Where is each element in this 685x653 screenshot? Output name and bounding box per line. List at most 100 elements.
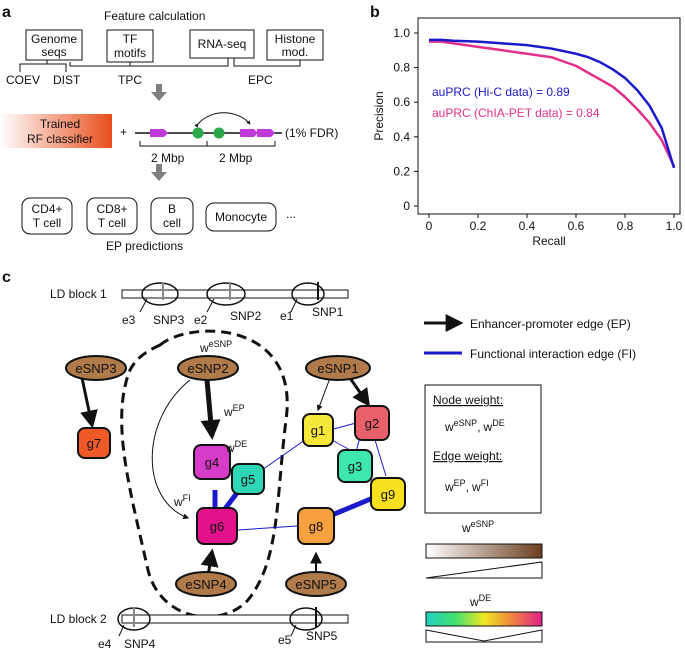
node-g9-label: g9 — [381, 487, 395, 502]
cell-ellipsis: ... — [286, 207, 296, 221]
node-g1-label: g1 — [311, 423, 325, 438]
feature-calculation-title: Feature calculation — [104, 9, 205, 23]
group-coev: COEV — [6, 73, 40, 87]
interaction-arc — [194, 112, 251, 128]
feature-box-rnaseq — [189, 29, 255, 59]
y-tick-label: 0.6 — [393, 95, 410, 109]
x-tick-label: 0.8 — [617, 219, 634, 233]
panel-b-label: b — [370, 4, 380, 21]
dist-left: 2 Mbp — [151, 151, 185, 165]
group-epc: EPC — [248, 73, 273, 87]
cell-monocyte-l1: Monocyte — [215, 210, 267, 224]
weight-legend-box — [424, 384, 542, 514]
scale-de-title: wDE — [469, 593, 491, 609]
pr-curve-chiapet — [429, 40, 676, 167]
node-g4 — [193, 444, 231, 480]
scale-esnp-bar — [425, 543, 543, 559]
cell-cd4-l2: T cell — [33, 216, 61, 230]
feature-box-histone — [266, 29, 324, 61]
plot-frame — [417, 17, 681, 215]
x-tick-label: 0 — [426, 219, 433, 233]
rf-classifier-l1: Trained — [40, 117, 80, 131]
node-esnp2-label: eSNP2 — [187, 361, 228, 376]
node-g3-label: g3 — [348, 459, 362, 474]
fdr-label: (1% FDR) — [285, 126, 338, 140]
y-axis-label: Precision — [372, 91, 386, 140]
label-e4: e4 — [98, 637, 112, 651]
scale-esnp-wedge — [425, 561, 543, 579]
ep-predictions-label: EP predictions — [106, 239, 183, 253]
node-g5 — [231, 463, 265, 495]
node-g7 — [77, 427, 111, 459]
fi-edge-g1-g2 — [329, 422, 357, 431]
feature-rnaseq-l1: RNA-seq — [198, 37, 247, 51]
node-g6-label: g6 — [210, 519, 224, 534]
ld-block-1-label: LD block 1 — [50, 287, 107, 301]
group-tpc: TPC — [118, 73, 142, 87]
plus-sign: + — [120, 125, 127, 139]
cell-box-monocyte — [205, 202, 277, 232]
e1-pointer — [290, 298, 298, 313]
weight-esnp-label: weSNP — [199, 339, 232, 355]
group-dist: DIST — [53, 73, 81, 87]
scale-esnp-title: weSNP — [461, 519, 494, 535]
node-weight-heading: Node weight: — [433, 393, 503, 407]
y-tick-label: 0.4 — [393, 130, 410, 144]
ld2-ellipse-5 — [289, 607, 323, 631]
e2-pointer — [206, 298, 215, 313]
cell-box-b — [150, 197, 194, 235]
label-snp2: SNP2 — [230, 309, 262, 323]
feature-tf-l2: motifs — [114, 46, 146, 60]
feature-box-tf — [106, 29, 154, 63]
x-axis-label: Recall — [532, 234, 565, 248]
y-tick-label: 0.2 — [393, 164, 410, 178]
weight-fi-label: wFI — [173, 493, 191, 509]
node-esnp4-label: eSNP4 — [185, 577, 226, 592]
node-weight-formula: weSNP,wDE — [444, 418, 505, 434]
feature-tf-l1: TF — [123, 32, 138, 46]
fi-edge-g2-g9 — [374, 439, 387, 477]
node-g2-label: g2 — [365, 416, 379, 431]
pr-lines — [429, 38, 676, 169]
dist-right: 2 Mbp — [219, 151, 253, 165]
ep-edge-esnp1-g2 — [348, 377, 371, 407]
node-esnp5 — [285, 571, 347, 597]
node-esnp5-label: eSNP5 — [295, 577, 336, 592]
node-g2 — [354, 405, 390, 441]
ld1-ellipse-3 — [141, 282, 179, 306]
down-arrow-icon — [151, 84, 167, 101]
ld1-ellipse-1 — [291, 282, 325, 306]
panel-a-label: a — [2, 4, 11, 21]
promoter-icon — [240, 129, 258, 137]
x-tick-label: 0.6 — [568, 219, 585, 233]
promoter-icon — [150, 129, 168, 137]
down-arrow-icon — [151, 164, 167, 181]
node-g6 — [196, 507, 238, 545]
e3-pointer — [139, 298, 148, 313]
y-tick-label: 0.8 — [393, 61, 410, 75]
node-esnp1-label: eSNP1 — [317, 361, 358, 376]
cell-cd8-l1: CD8+ — [96, 202, 127, 216]
panel-c: c LD block 1 e3 SNP3 e2 SNP2 e1 SNP1 — [2, 269, 636, 651]
panel-a: a Feature calculation Genome seqs TF mot… — [0, 4, 338, 253]
ep-edge-esnp2-g6 — [151, 379, 191, 520]
weight-ep-label: wEP — [223, 403, 245, 419]
promoter-icon — [257, 129, 275, 137]
module-enclosure — [120, 329, 289, 619]
node-g9 — [370, 477, 406, 511]
feature-genome-l1: Genome — [31, 32, 77, 46]
weight-de-label: wDE — [225, 439, 247, 455]
label-snp4: SNP4 — [124, 637, 156, 651]
cell-cd4-l1: CD4+ — [31, 202, 62, 216]
edge-weight-formula: wEP,wFI — [444, 478, 489, 494]
cell-cd8-l2: T cell — [98, 216, 126, 230]
ep-edge-esnp3-g7 — [80, 377, 98, 429]
rf-classifier-l2: RF classifier — [27, 132, 93, 146]
enhancer-icon — [213, 127, 225, 139]
node-g5-label: g5 — [241, 472, 255, 487]
node-esnp1 — [305, 355, 371, 381]
label-e5: e5 — [278, 633, 292, 647]
legend-fi-text: Functional interaction edge (FI) — [470, 347, 636, 361]
cell-b-l1: B — [168, 202, 176, 216]
